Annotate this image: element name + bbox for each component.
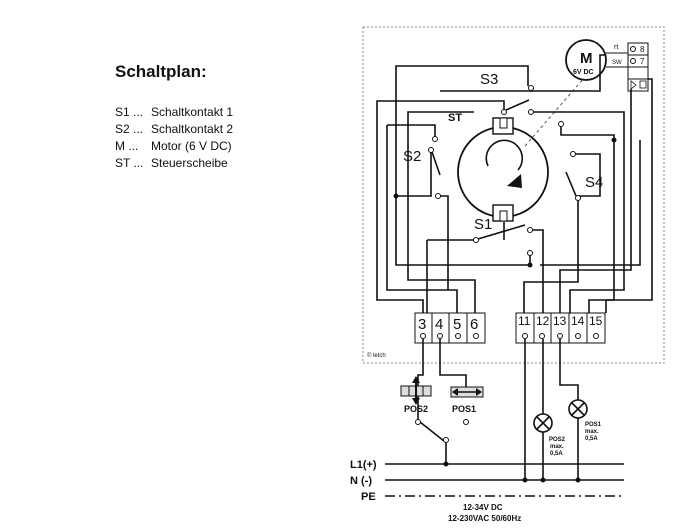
- terminal-11: 11: [518, 314, 531, 328]
- pos2-actuator: [400, 376, 432, 405]
- rotation-arrow-icon: [507, 174, 522, 188]
- housing-outline: [362, 26, 665, 364]
- switch-s4: [558, 121, 581, 201]
- pos2-label: POS2: [404, 404, 428, 414]
- arrow-up-icon: [412, 376, 420, 383]
- legend-item-m: M ...Motor (6 V DC): [115, 139, 232, 153]
- supply-lines: [385, 463, 624, 497]
- arrow-down-icon: [412, 398, 420, 405]
- line-n-label: N (-): [350, 475, 372, 487]
- control-disc: [457, 117, 549, 222]
- terminal-15: 15: [589, 314, 603, 328]
- terminal-4: 4: [435, 316, 443, 333]
- terminal-5: 5: [453, 316, 461, 333]
- legend-item-s1: S1 ...Schaltkontakt 1: [115, 105, 234, 119]
- lamp-pos1-icon: [568, 399, 588, 419]
- disc-label: ST: [448, 112, 462, 124]
- terminal-13: 13: [553, 314, 567, 328]
- terminal-block-right: [515, 312, 606, 344]
- pos1-actuator: [450, 386, 484, 398]
- label-s1: S1: [474, 216, 492, 233]
- motor-rt: rt: [614, 44, 618, 51]
- legend-item-s2: S2 ...Schaltkontakt 2: [115, 122, 234, 136]
- motor-term-7: 7: [640, 57, 645, 66]
- line-l1-label: L1(+): [350, 459, 377, 471]
- terminal-14: 14: [571, 314, 585, 328]
- motor-term-8: 8: [640, 45, 645, 54]
- lamp-pos2-rating2: 0,5A: [550, 451, 563, 457]
- line-pe-label: PE: [361, 491, 376, 503]
- diode-icon: [630, 80, 637, 90]
- switch-s3: [501, 85, 534, 115]
- lamp-pos2-name: POS2: [549, 437, 566, 443]
- motor-voltage: 6V DC: [573, 69, 594, 76]
- terminal-6: 6: [470, 316, 478, 333]
- terminal-12: 12: [536, 314, 550, 328]
- lamp-pos2-rating1: max.: [550, 444, 564, 450]
- motor-sw: SW: [612, 60, 622, 66]
- lamp-pos1-rating1: max.: [585, 429, 599, 435]
- label-s2: S2: [403, 148, 421, 165]
- supply-ac-label: 12-230VAC 50/60Hz: [448, 514, 521, 523]
- arrow-right-icon: [476, 388, 482, 396]
- switch-s1: [473, 224, 533, 256]
- lamp-pos1-rating2: 0,5A: [585, 436, 598, 442]
- internal-wiring: [376, 54, 653, 313]
- supply-dc-label: 12-34V DC: [463, 503, 503, 512]
- lamp-pos2-icon: [533, 413, 553, 433]
- legend-item-st: ST ...Steuerscheibe: [115, 156, 228, 170]
- motor: [565, 39, 649, 92]
- terminal-block-left: [414, 312, 486, 344]
- external-wiring: [417, 339, 579, 480]
- label-s4: S4: [585, 174, 603, 191]
- legend: Schaltplan: S1 ...Schaltkontakt 1 S2 ...…: [115, 62, 233, 172]
- switch-s2: [428, 136, 441, 199]
- pos1-label: POS1: [452, 404, 476, 414]
- label-s3: S3: [480, 71, 498, 88]
- terminal-3: 3: [418, 316, 426, 333]
- legend-title: Schaltplan:: [115, 62, 207, 81]
- arrow-left-icon: [452, 388, 458, 396]
- lamp-pos1-name: POS1: [585, 422, 602, 428]
- motor-label: M: [580, 50, 593, 67]
- copyright: © letch: [367, 352, 386, 359]
